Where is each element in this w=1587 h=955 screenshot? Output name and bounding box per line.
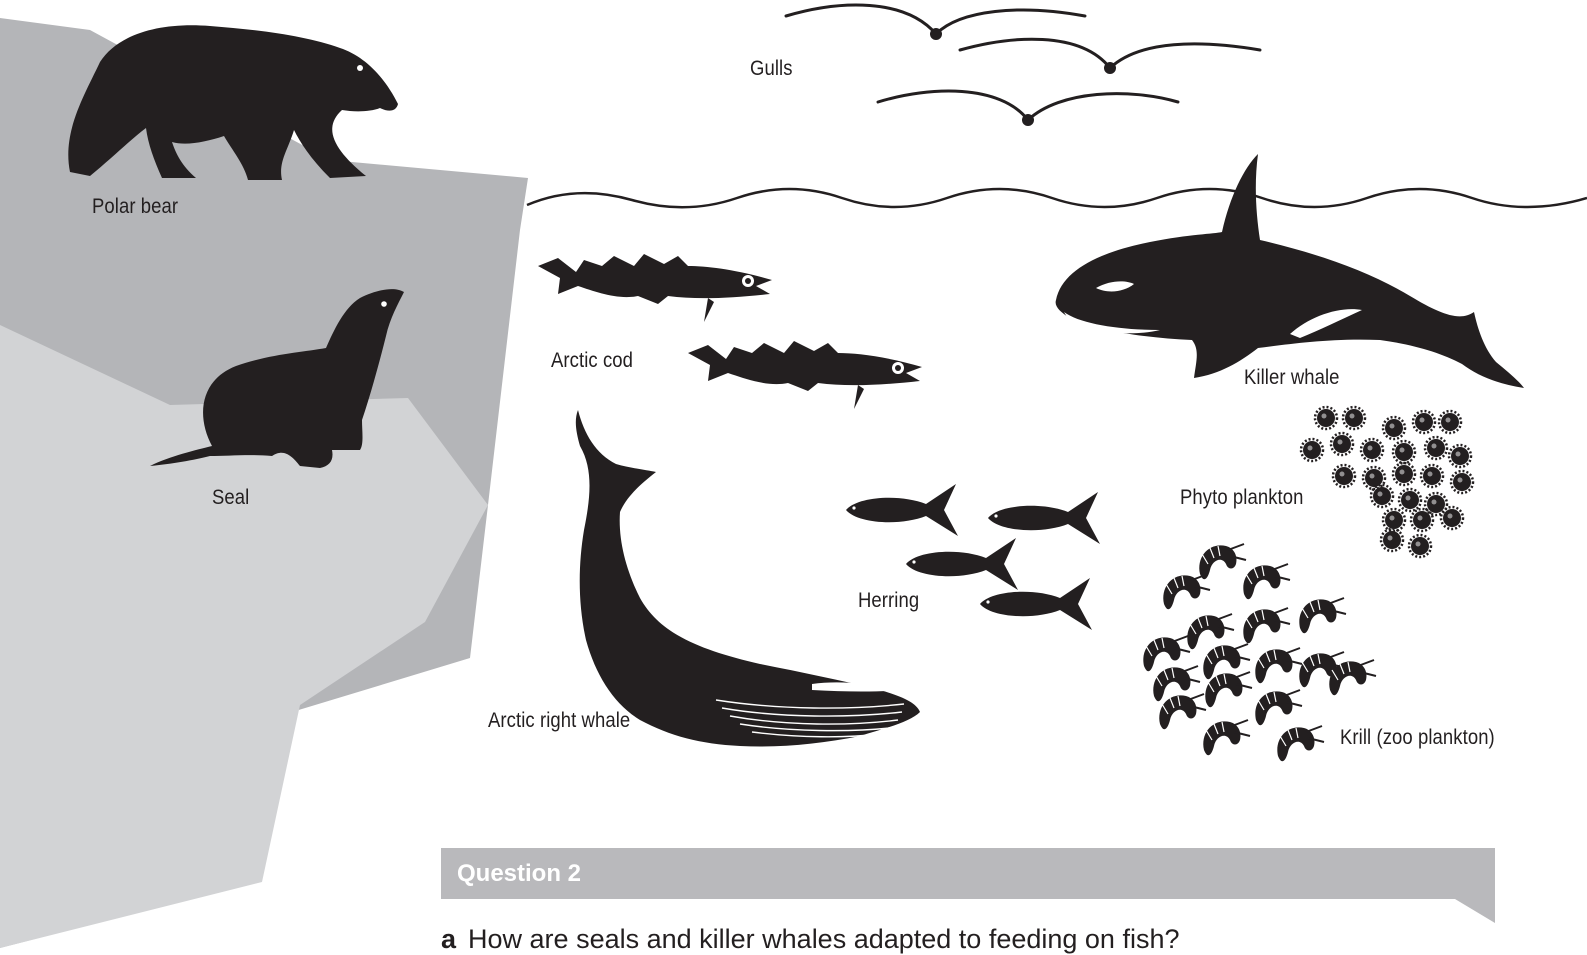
- label-gulls: Gulls: [750, 57, 793, 81]
- gulls-illustration: [786, 5, 1260, 126]
- question-header-bar: Question 2: [441, 848, 1495, 899]
- label-phyto-plankton: Phyto plankton: [1180, 486, 1304, 510]
- sea-surface-line: [527, 189, 1587, 207]
- question-bar-notch: [1455, 899, 1495, 923]
- label-arctic-cod: Arctic cod: [551, 349, 633, 373]
- label-krill: Krill (zoo plankton): [1340, 726, 1495, 750]
- arctic-right-whale-illustration: [576, 410, 920, 747]
- arctic-cod-illustration: [538, 254, 922, 409]
- label-seal: Seal: [212, 486, 249, 510]
- label-arctic-right-whale: Arctic right whale: [488, 709, 630, 733]
- killer-whale-illustration: [1056, 154, 1524, 388]
- phyto-plankton-illustration: [1301, 407, 1473, 557]
- label-killer-whale: Killer whale: [1244, 366, 1340, 390]
- question-part: a How are seals and killer whales adapted…: [441, 924, 1179, 955]
- question-title: Question 2: [457, 860, 581, 888]
- question-part-letter: a: [441, 924, 456, 954]
- label-polar-bear: Polar bear: [92, 195, 178, 219]
- question-part-text: How are seals and killer whales adapted …: [468, 924, 1179, 954]
- label-herring: Herring: [858, 589, 919, 613]
